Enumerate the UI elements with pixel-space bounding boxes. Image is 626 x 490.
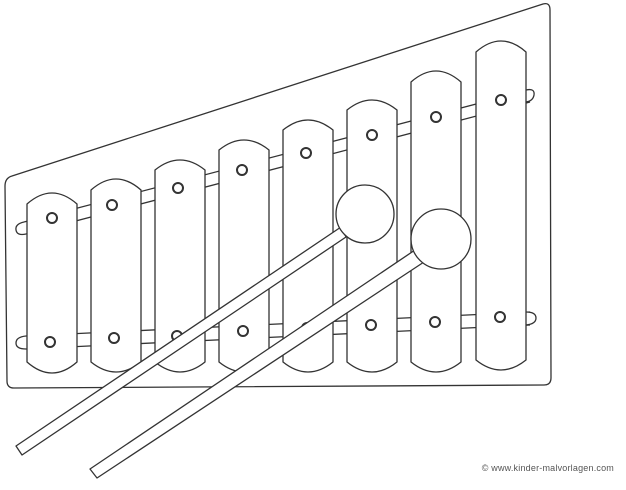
bar-4: [218, 139, 270, 373]
copyright-credit: © www.kinder-malvorlagen.com: [481, 463, 614, 473]
bar-1: [26, 192, 78, 374]
xylophone-frame: [4, 2, 552, 389]
mallet-2: [89, 208, 472, 479]
mallet-1: [15, 184, 395, 456]
bar-2: [90, 178, 142, 373]
bar-8: [475, 40, 527, 371]
